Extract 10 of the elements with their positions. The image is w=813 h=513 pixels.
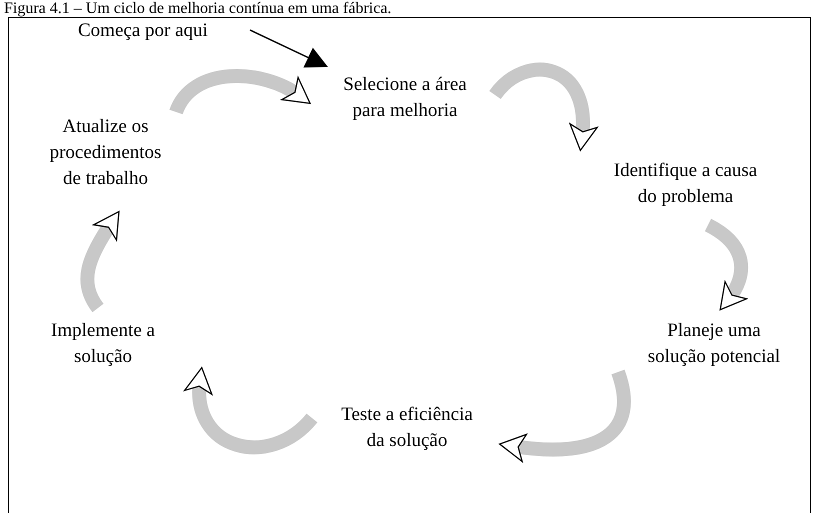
- step-label: Começa por aqui: [78, 19, 208, 43]
- arrow: [250, 29, 328, 68]
- step-label: Planeje uma solução potencial: [646, 319, 782, 369]
- figure-title: Figura 4.1 – Um ciclo de melhoria contínua em uma fábrica.: [4, 0, 392, 18]
- curved-block-arrow: [185, 366, 318, 454]
- step-label: Identifique a causa do problema: [612, 159, 758, 209]
- step-label: Atualize os procedimentos de trabalho: [48, 115, 162, 191]
- step-label: Implemente a solução: [50, 319, 156, 369]
- step-label: Selecione a área para melhoria: [342, 73, 468, 123]
- step-label: Teste a eficiência da solução: [340, 403, 474, 453]
